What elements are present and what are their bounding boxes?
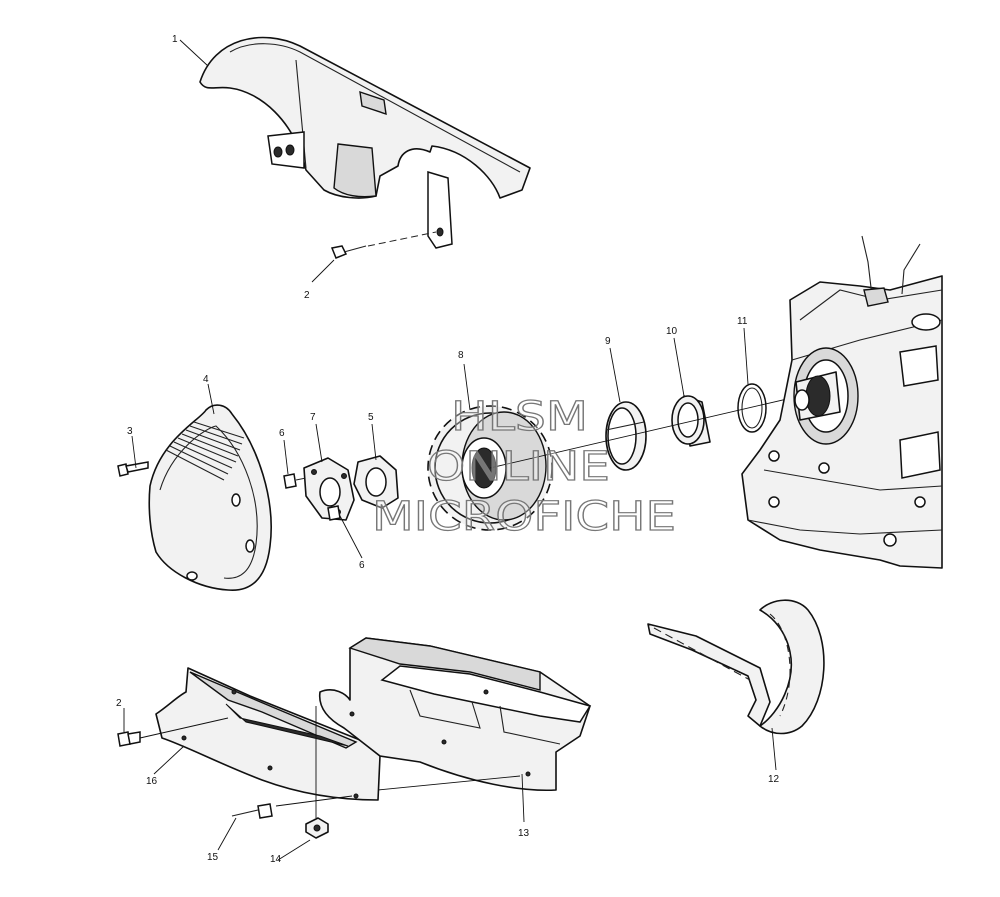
callout-13: 13: [518, 828, 530, 839]
leader-lines: [123, 39, 777, 861]
part-6-bolt-bottom[interactable]: [327, 505, 341, 521]
part-1-upper-belt-guard[interactable]: [199, 36, 531, 249]
watermark-line-2: ONLINE: [427, 444, 610, 490]
cover-fins: [165, 421, 245, 481]
part-4-front-cover[interactable]: [148, 404, 272, 591]
callout-numbers: 1 2 3 4 5 6 6 7 8 9 10 11 12 13 14 15 16…: [116, 34, 780, 865]
part-13-lower-guard[interactable]: [318, 637, 592, 792]
callout-14: 14: [270, 854, 282, 865]
callout-10: 10: [666, 326, 678, 337]
shaft-axis-line: [489, 395, 801, 469]
part-12-drive-belt[interactable]: [647, 599, 825, 735]
watermark: HLSM ONLINE MICROFICHE: [371, 393, 676, 540]
part-16-lower-guard-panel[interactable]: [155, 667, 381, 801]
part-11-o-ring[interactable]: [737, 383, 767, 433]
part-15-rivet[interactable]: [231, 803, 273, 819]
callout-6-bottom: 6: [359, 560, 365, 571]
part-5-nut[interactable]: [353, 455, 399, 509]
callout-9: 9: [605, 336, 611, 347]
part-10-bushing[interactable]: [671, 395, 711, 447]
engine-crankcase: [741, 235, 943, 569]
part-14-nut[interactable]: [305, 817, 329, 839]
part-7-retaining-plate[interactable]: [303, 457, 355, 521]
callout-7: 7: [310, 412, 316, 423]
part-2-screw-top[interactable]: [330, 231, 437, 259]
callout-2-bottom: 2: [116, 698, 122, 709]
callout-4: 4: [203, 374, 209, 385]
callout-3: 3: [127, 426, 133, 437]
watermark-line-1: HLSM: [451, 394, 588, 440]
callout-16: 16: [146, 776, 158, 787]
part-2-bolt-bottom[interactable]: [117, 731, 141, 747]
callout-8: 8: [458, 350, 464, 361]
callout-11: 11: [737, 316, 748, 327]
callout-1: 1: [172, 34, 178, 45]
callout-6-top: 6: [279, 428, 285, 439]
part-6-bolt-top[interactable]: [283, 473, 307, 489]
watermark-line-3: MICROFICHE: [372, 494, 676, 540]
callout-15: 15: [207, 852, 219, 863]
callout-12: 12: [768, 774, 780, 785]
callout-2-top: 2: [304, 290, 310, 301]
callout-5: 5: [368, 412, 374, 423]
part-3-cover-bolt[interactable]: [117, 461, 149, 477]
